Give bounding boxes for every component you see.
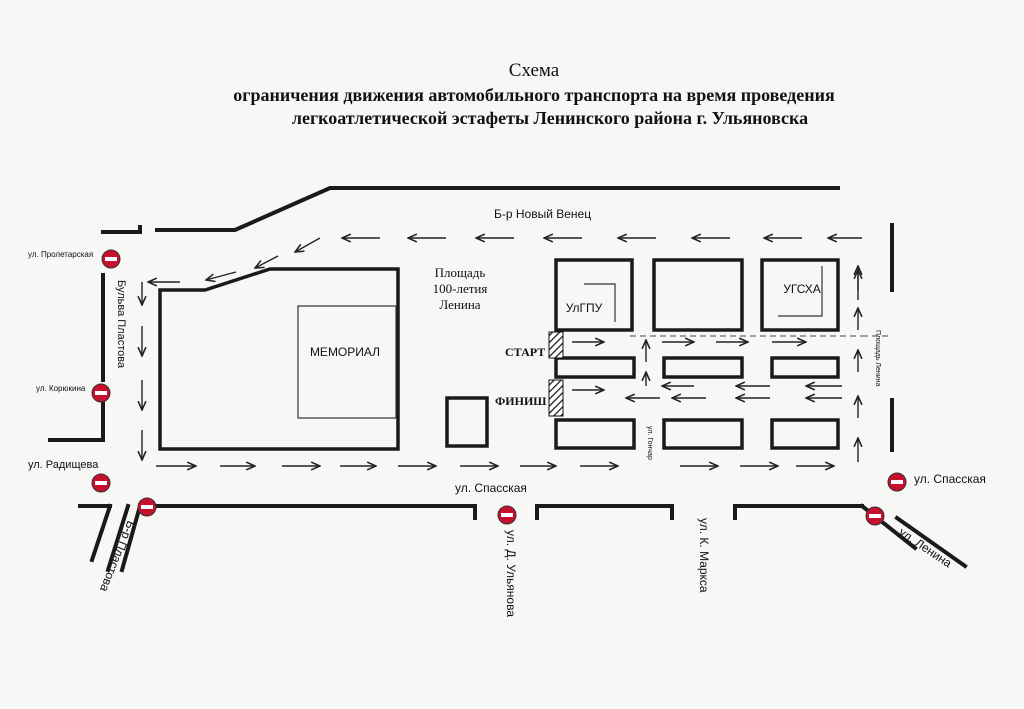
no-entry-sign-icon xyxy=(497,505,517,525)
buildings-right xyxy=(548,258,862,450)
title-line-3: легкоатлетической эстафеты Ленинского ра… xyxy=(292,108,808,128)
title-line-1: Схема xyxy=(509,60,560,81)
title-line-2: ограничения движения автомобильного тран… xyxy=(233,85,835,105)
map-labels: Б-р Новый Венец Площадь 100-летия Ленина… xyxy=(28,207,986,617)
label-ul-goncharova: ул. Гончар xyxy=(646,426,653,460)
roads xyxy=(48,186,968,573)
memorial-inner xyxy=(297,305,397,419)
label-ul-spasskaya-center: ул. Спасская xyxy=(455,481,527,495)
label-ugsha: УГСХА xyxy=(783,282,821,296)
no-entry-sign-icon xyxy=(865,506,885,526)
label-ploshchad-lenina-vert: Площадь Ленина xyxy=(874,330,881,387)
small-building xyxy=(445,396,489,448)
label-memorial: МЕМОРИАЛ xyxy=(310,345,380,359)
finish-hatch-icon xyxy=(548,379,564,417)
label-ulgpu: УлГПУ xyxy=(566,301,603,315)
building-ulgpu xyxy=(554,258,634,332)
label-start: СТАРТ xyxy=(505,345,545,359)
building-ugsha xyxy=(760,258,840,332)
label-ul-d-ulyanova: ул. Д. Ульянова xyxy=(504,530,518,617)
no-entry-sign-icon xyxy=(137,497,157,517)
label-novy-venets: Б-р Новый Венец xyxy=(494,207,591,221)
route-arrows xyxy=(142,238,862,466)
no-entry-sign-icon xyxy=(91,383,111,403)
no-entry-sign-icon xyxy=(101,249,121,269)
no-entry-signs xyxy=(91,249,907,526)
label-ploshchad-1: Площадь xyxy=(435,265,486,280)
label-finish: ФИНИШ xyxy=(495,394,547,408)
block-left xyxy=(158,267,400,451)
label-ul-lenina: ул. Ленина xyxy=(896,525,954,571)
label-ul-k-marksa: ул. К. Маркса xyxy=(697,518,711,593)
no-entry-sign-icon xyxy=(91,473,111,493)
start-hatch-icon xyxy=(548,331,564,359)
label-ploshchad-3: Ленина xyxy=(439,297,480,312)
label-bulvar-plastova: Бульва Пластова xyxy=(115,280,127,369)
label-ul-spasskaya-right: ул. Спасская xyxy=(914,472,986,486)
label-ul-korunkina: ул. Корюкина xyxy=(36,384,86,393)
no-entry-sign-icon xyxy=(887,472,907,492)
label-ul-proletarskaya: ул. Пролетарская xyxy=(28,250,93,259)
label-ploshchad-2: 100-летия xyxy=(433,281,488,296)
label-ul-radishcheva: ул. Радищева xyxy=(28,459,99,471)
